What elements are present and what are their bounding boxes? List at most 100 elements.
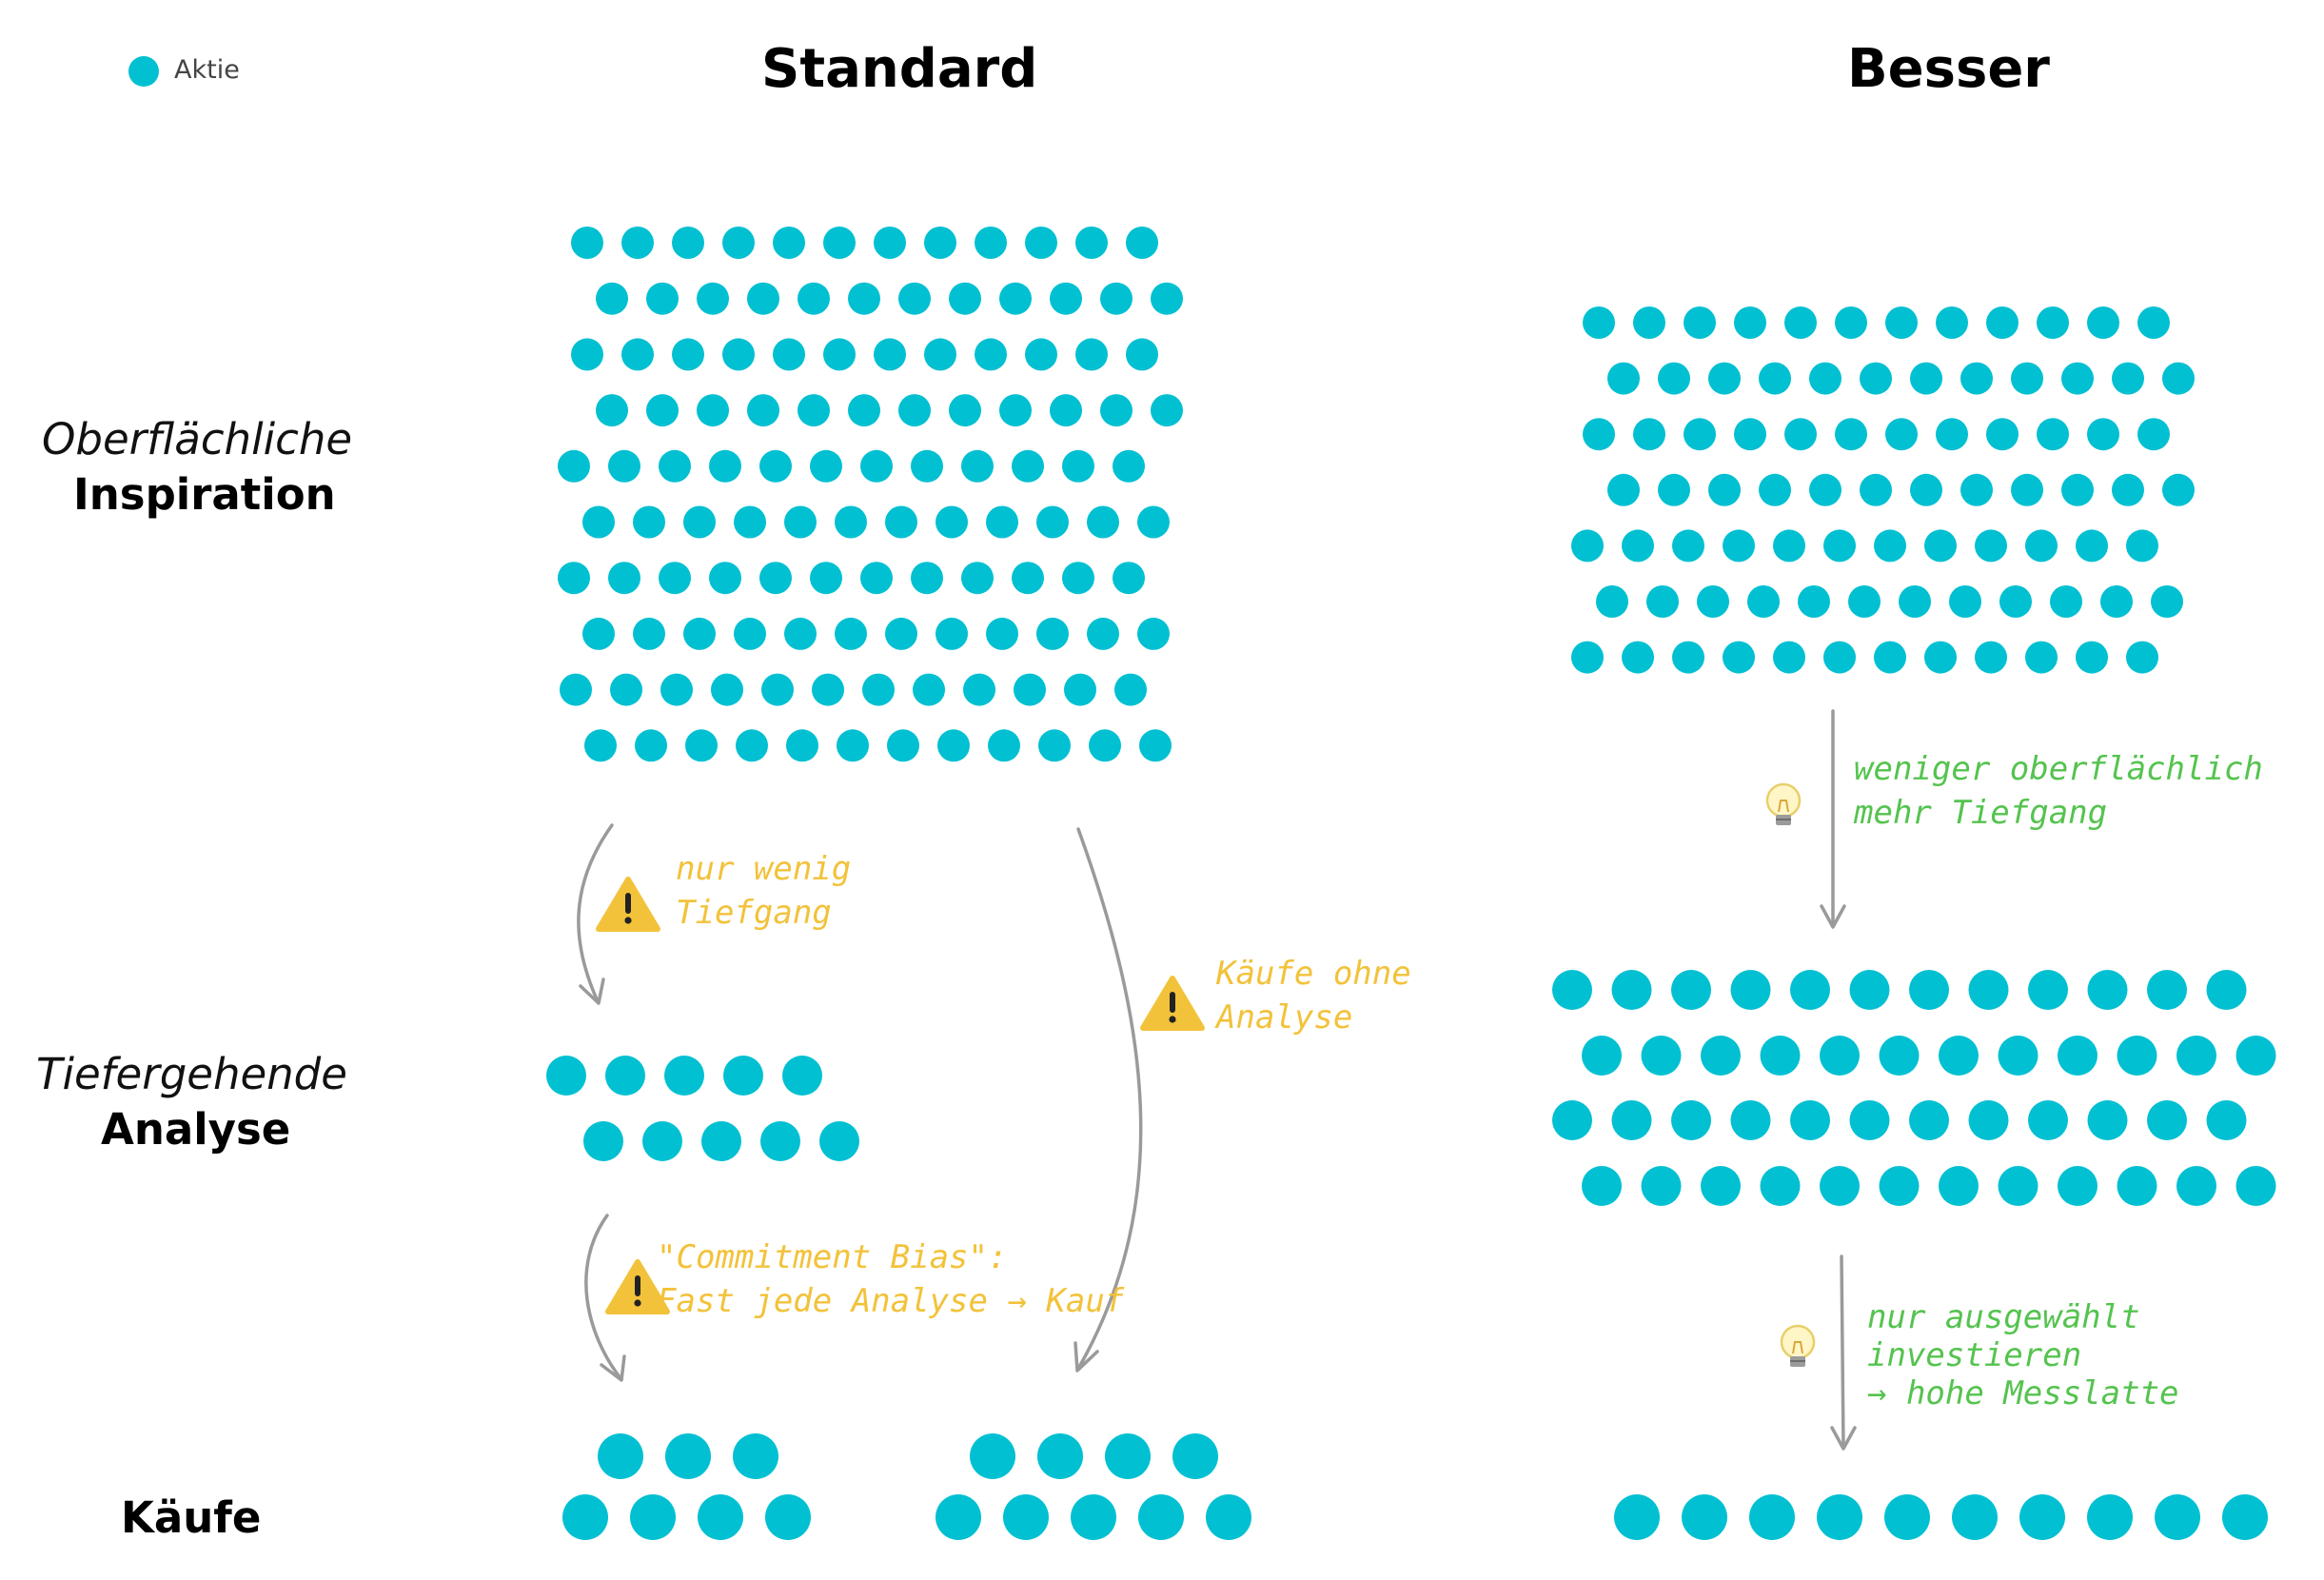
stock-dot <box>672 227 704 259</box>
stock-dot <box>1784 418 1817 451</box>
stock-dot <box>630 1494 676 1540</box>
stock-dot <box>1064 673 1096 706</box>
stock-dot <box>1949 585 1981 618</box>
stock-dot <box>1936 418 1968 451</box>
stock-dot <box>819 1121 859 1161</box>
stock-dot <box>1723 641 1755 674</box>
annotation-line: nur wenig <box>676 850 852 888</box>
stock-dot <box>582 505 615 539</box>
standard-analyse-dots <box>546 1056 859 1161</box>
annotation-line: "Commitment Bias": <box>657 1238 1008 1276</box>
arrow-besser-analyse-to-kaeufe <box>1830 1254 1857 1451</box>
stock-dot <box>698 1494 743 1540</box>
stock-dot <box>1747 585 1780 618</box>
stock-dot <box>1885 306 1918 339</box>
stock-dot <box>558 562 590 595</box>
stock-dot <box>2028 970 2068 1010</box>
stock-dot <box>558 449 590 483</box>
stock-dot <box>798 282 830 315</box>
legend-stock-dot <box>128 56 159 87</box>
stock-dot <box>2176 1166 2216 1206</box>
stock-dot <box>784 617 817 650</box>
stock-dot <box>1622 641 1654 674</box>
stock-dot <box>1100 394 1132 427</box>
arrow-line <box>1076 827 1143 1371</box>
stock-dot <box>2117 1166 2157 1206</box>
besser-inspiration-dots <box>1571 306 2195 674</box>
stock-dot <box>1968 970 2009 1010</box>
stock-dot <box>999 394 1032 427</box>
stock-dot <box>1671 970 1711 1010</box>
stock-dot <box>635 729 667 762</box>
warning-exclamation-dot <box>624 917 632 924</box>
warning-exclamation-bar <box>635 1275 640 1296</box>
stock-dot <box>898 394 931 427</box>
stock-dot <box>1050 394 1082 427</box>
stock-dot <box>2137 306 2170 339</box>
stock-dot <box>560 673 592 706</box>
stock-dot <box>701 1121 741 1161</box>
stock-dot <box>2235 1036 2276 1076</box>
stock-dot <box>1975 529 2007 563</box>
stock-dot <box>1760 1036 1801 1076</box>
stock-dot <box>598 1433 643 1479</box>
besser-analyse-dots <box>1552 970 2276 1206</box>
stock-dot <box>2028 1100 2068 1140</box>
stock-dot <box>1633 418 1665 451</box>
stock-dot <box>1820 1036 1860 1076</box>
stock-dot <box>1823 529 1856 563</box>
stock-dot <box>773 227 805 259</box>
stock-dot <box>1571 641 1604 674</box>
stock-dot <box>562 1494 608 1540</box>
stock-dot <box>1087 617 1119 650</box>
stock-dot <box>1848 585 1881 618</box>
stock-dot <box>1607 473 1640 506</box>
stock-dot <box>2019 1494 2065 1540</box>
stock-dot <box>961 449 994 483</box>
stock-dot <box>734 505 766 539</box>
stock-dot <box>1924 529 1957 563</box>
stock-dot <box>1151 394 1183 427</box>
stock-dot <box>722 227 755 259</box>
stock-dot <box>1172 1433 1218 1479</box>
arrow-head <box>579 978 605 1005</box>
stock-dot <box>937 729 970 762</box>
stock-dot <box>773 338 805 371</box>
lightbulb-filament <box>1792 1341 1803 1354</box>
stock-dot <box>2037 418 2069 451</box>
stock-dot <box>1986 418 2019 451</box>
stock-dot <box>1646 585 1679 618</box>
stock-dot <box>1113 449 1145 483</box>
warning-triangle-icon <box>605 1259 670 1314</box>
stock-dot <box>837 729 869 762</box>
annotation-line: investieren <box>1867 1336 2082 1374</box>
stock-dot <box>685 729 718 762</box>
stock-dot <box>1936 306 1968 339</box>
row-label-analyse-line2: Analyse <box>101 1104 291 1155</box>
stock-dot <box>1820 1166 1860 1206</box>
stock-dot <box>1114 673 1147 706</box>
stock-dot <box>596 394 628 427</box>
stock-dot <box>1641 1036 1682 1076</box>
stock-dot <box>1939 1166 1979 1206</box>
stock-dot <box>924 338 956 371</box>
row-label-analyse-line1: Tiefergehende <box>36 1049 347 1099</box>
stock-dot <box>1939 1036 1979 1076</box>
standard-kaeufe-dots-from-analyse <box>562 1433 811 1540</box>
stock-dot <box>723 1056 763 1096</box>
stock-dot <box>1835 306 1867 339</box>
stock-dot <box>659 562 691 595</box>
stock-dot <box>1734 418 1766 451</box>
stock-dot <box>1760 1166 1801 1206</box>
stock-dot <box>1773 529 1805 563</box>
stock-dot <box>1975 641 2007 674</box>
stock-dot <box>1960 362 1993 395</box>
stock-dot <box>722 338 755 371</box>
stock-dot <box>784 505 817 539</box>
arrow-analyse-to-kaeufe <box>584 1214 626 1382</box>
stock-dot <box>2162 473 2195 506</box>
stock-dot <box>596 282 628 315</box>
stock-dot <box>1105 1433 1151 1479</box>
stock-dot <box>1924 641 1957 674</box>
